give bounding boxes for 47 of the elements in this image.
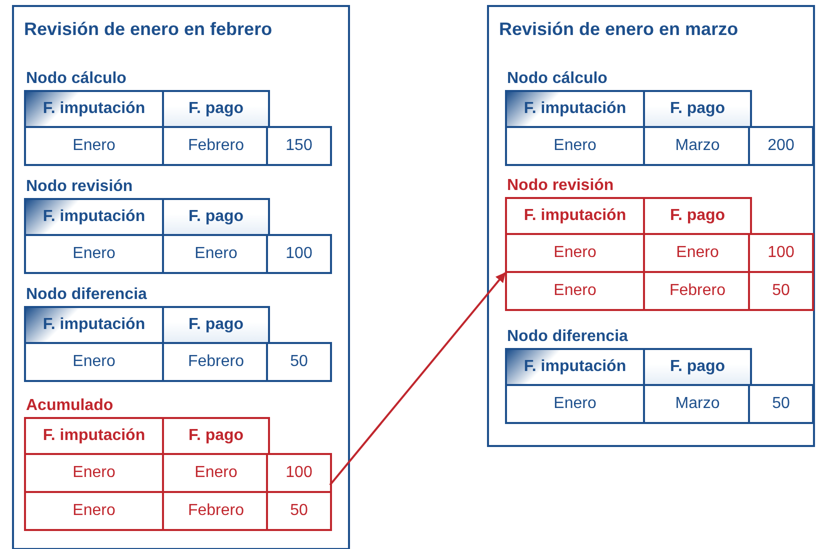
header-cell: F. imputación <box>505 90 645 128</box>
header-cell: F. imputación <box>505 348 645 386</box>
header-cell: F. pago <box>643 197 752 235</box>
header-cell: F. pago <box>162 417 270 455</box>
panel-title: Revisión de enero en marzo <box>499 19 738 40</box>
panel-title: Revisión de enero en febrero <box>24 19 272 40</box>
table-heading: Nodo revisión <box>26 178 133 196</box>
arrow <box>329 272 506 486</box>
table-cell: 50 <box>266 342 332 382</box>
table-cell: Enero <box>24 491 164 531</box>
table-heading: Nodo revisión <box>507 177 614 195</box>
data-table <box>505 328 812 426</box>
table-cell: 50 <box>748 271 814 311</box>
table-cell: 50 <box>748 384 814 424</box>
table-cell: Enero <box>24 234 164 274</box>
header-cell: F. pago <box>162 90 270 128</box>
data-table <box>24 178 330 276</box>
data-table <box>24 286 330 384</box>
panel <box>487 5 815 447</box>
header-cell: F. imputación <box>24 306 164 344</box>
table-cell: 50 <box>266 491 332 531</box>
header-cell: F. imputación <box>505 197 645 235</box>
table-heading: Acumulado <box>26 397 114 415</box>
header-cell: F. pago <box>162 306 270 344</box>
header-cell: F. imputación <box>24 90 164 128</box>
header-cell: F. imputación <box>24 198 164 236</box>
table-heading: Nodo cálculo <box>507 70 608 88</box>
table-cell: 150 <box>266 126 332 166</box>
table-cell: Enero <box>24 126 164 166</box>
table-cell: 100 <box>748 233 814 273</box>
table-heading: Nodo diferencia <box>26 286 147 304</box>
table-cell: Enero <box>505 271 645 311</box>
panel <box>12 5 350 549</box>
data-table <box>505 70 812 168</box>
header-cell: F. pago <box>643 90 752 128</box>
table-heading: Nodo diferencia <box>507 328 628 346</box>
data-table <box>24 70 330 168</box>
header-cell: F. pago <box>643 348 752 386</box>
table-cell: 200 <box>748 126 814 166</box>
table-cell: Enero <box>505 384 645 424</box>
table-cell: 100 <box>266 453 332 493</box>
table-cell: 100 <box>266 234 332 274</box>
table-cell: Enero <box>24 342 164 382</box>
table-cell: Enero <box>505 126 645 166</box>
table-heading: Nodo cálculo <box>26 70 126 88</box>
header-cell: F. imputación <box>24 417 164 455</box>
header-cell: F. pago <box>162 198 270 236</box>
